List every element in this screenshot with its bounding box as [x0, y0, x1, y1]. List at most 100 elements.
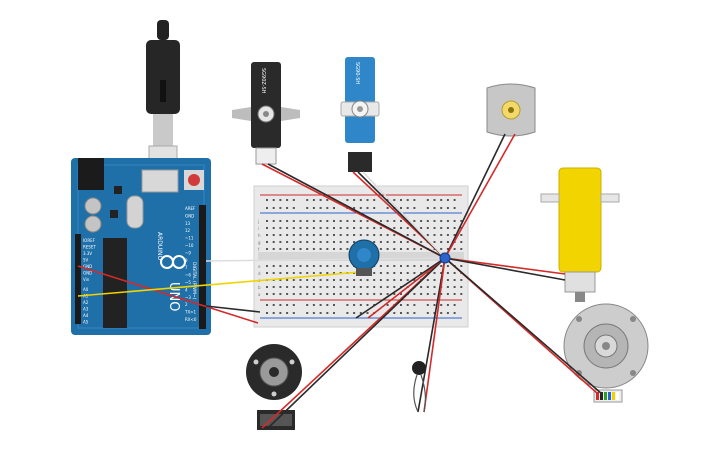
- breadboard-hole[interactable]: [279, 293, 282, 295]
- breadboard-hole[interactable]: [453, 220, 456, 222]
- breadboard-hole[interactable]: [286, 272, 289, 274]
- breadboard-hole[interactable]: [319, 272, 322, 274]
- dc-motor[interactable]: [486, 83, 536, 137]
- breadboard-hole[interactable]: [353, 293, 356, 295]
- breadboard-hole[interactable]: [312, 199, 315, 201]
- breadboard-hole[interactable]: [440, 241, 443, 243]
- breadboard-hole[interactable]: [379, 234, 382, 236]
- breadboard-hole[interactable]: [433, 279, 436, 281]
- breadboard-hole[interactable]: [346, 265, 349, 267]
- breadboard-hole[interactable]: [299, 220, 302, 222]
- breadboard-hole[interactable]: [420, 293, 423, 295]
- breadboard-hole[interactable]: [393, 227, 396, 229]
- breadboard-hole[interactable]: [333, 272, 335, 274]
- breadboard-hole[interactable]: [279, 241, 282, 243]
- breadboard-hole[interactable]: [326, 220, 329, 222]
- breadboard-hole[interactable]: [266, 241, 268, 243]
- breadboard-hole[interactable]: [406, 207, 409, 209]
- breadboard-hole[interactable]: [413, 234, 416, 236]
- breadboard-hole[interactable]: [326, 199, 329, 201]
- breadboard-hole[interactable]: [373, 293, 376, 295]
- breadboard-hole[interactable]: [359, 293, 362, 295]
- breadboard-hole[interactable]: [272, 304, 275, 306]
- breadboard-hole[interactable]: [306, 220, 309, 222]
- breadboard-hole[interactable]: [446, 265, 449, 267]
- breadboard-hole[interactable]: [446, 272, 449, 274]
- breadboard-hole[interactable]: [366, 234, 369, 236]
- breadboard-hole[interactable]: [292, 293, 295, 295]
- breadboard-hole[interactable]: [266, 293, 268, 295]
- breadboard-hole[interactable]: [386, 279, 389, 281]
- breadboard-hole[interactable]: [286, 312, 289, 314]
- breadboard-hole[interactable]: [400, 304, 402, 306]
- breadboard-hole[interactable]: [406, 312, 409, 314]
- breadboard-hole[interactable]: [413, 272, 416, 274]
- breadboard-hole[interactable]: [359, 304, 362, 306]
- breadboard-hole[interactable]: [446, 199, 449, 201]
- breadboard-hole[interactable]: [440, 293, 443, 295]
- breadboard-hole[interactable]: [359, 234, 362, 236]
- breadboard-hole[interactable]: [346, 248, 349, 250]
- breadboard-hole[interactable]: [366, 286, 369, 288]
- breadboard-hole[interactable]: [413, 265, 416, 267]
- breadboard-hole[interactable]: [326, 304, 329, 306]
- breadboard-hole[interactable]: [279, 199, 282, 201]
- breadboard-hole[interactable]: [406, 227, 409, 229]
- breadboard-hole[interactable]: [333, 234, 335, 236]
- breadboard-hole[interactable]: [426, 279, 429, 281]
- breadboard-hole[interactable]: [426, 227, 429, 229]
- breadboard-hole[interactable]: [339, 220, 342, 222]
- breadboard-hole[interactable]: [379, 272, 382, 274]
- breadboard-hole[interactable]: [433, 312, 436, 314]
- breadboard-hole[interactable]: [379, 248, 382, 250]
- breadboard-hole[interactable]: [359, 286, 362, 288]
- breadboard-hole[interactable]: [299, 248, 302, 250]
- breadboard-hole[interactable]: [319, 234, 322, 236]
- breadboard-hole[interactable]: [272, 293, 275, 295]
- reset-button[interactable]: [188, 174, 200, 186]
- breadboard-hole[interactable]: [440, 199, 443, 201]
- encoder-gear-motor[interactable]: [563, 303, 649, 403]
- breadboard-hole[interactable]: [453, 293, 456, 295]
- breadboard-hole[interactable]: [319, 241, 322, 243]
- breadboard-hole[interactable]: [393, 199, 396, 201]
- breadboard-hole[interactable]: [312, 207, 315, 209]
- breadboard-hole[interactable]: [306, 207, 309, 209]
- breadboard-hole[interactable]: [339, 227, 342, 229]
- breadboard-hole[interactable]: [393, 234, 396, 236]
- breadboard-hole[interactable]: [312, 220, 315, 222]
- breadboard-hole[interactable]: [426, 312, 429, 314]
- breadboard-hole[interactable]: [446, 220, 449, 222]
- servo-motor-black[interactable]: SG90Z-SH: [232, 62, 300, 165]
- breadboard-hole[interactable]: [286, 199, 289, 201]
- breadboard-hole[interactable]: [312, 265, 315, 267]
- breadboard-hole[interactable]: [279, 279, 282, 281]
- breadboard-hole[interactable]: [393, 241, 396, 243]
- breadboard-hole[interactable]: [312, 248, 315, 250]
- breadboard-hole[interactable]: [326, 272, 329, 274]
- arduino-uno-board[interactable]: ARDUINO UNO DIGITAL (PWM~) IOREFRESET3.3…: [71, 158, 211, 335]
- breadboard-hole[interactable]: [373, 272, 376, 274]
- breadboard-hole[interactable]: [272, 286, 275, 288]
- breadboard-hole[interactable]: [373, 286, 376, 288]
- breadboard-hole[interactable]: [339, 241, 342, 243]
- breadboard-hole[interactable]: [393, 272, 396, 274]
- breadboard-hole[interactable]: [266, 220, 268, 222]
- breadboard-hole[interactable]: [426, 234, 429, 236]
- breadboard-hole[interactable]: [286, 234, 289, 236]
- breadboard-hole[interactable]: [426, 207, 429, 209]
- breadboard-hole[interactable]: [346, 234, 349, 236]
- breadboard-hole[interactable]: [420, 272, 423, 274]
- breadboard-hole[interactable]: [359, 199, 362, 201]
- breadboard-hole[interactable]: [386, 207, 389, 209]
- breadboard-hole[interactable]: [306, 234, 309, 236]
- breadboard-hole[interactable]: [326, 241, 329, 243]
- breadboard-hole[interactable]: [266, 272, 268, 274]
- breadboard-hole[interactable]: [406, 234, 409, 236]
- breadboard-hole[interactable]: [326, 234, 329, 236]
- breadboard-hole[interactable]: [460, 241, 463, 243]
- breadboard-hole[interactable]: [400, 220, 402, 222]
- breadboard-hole[interactable]: [400, 312, 402, 314]
- breadboard-hole[interactable]: [353, 207, 356, 209]
